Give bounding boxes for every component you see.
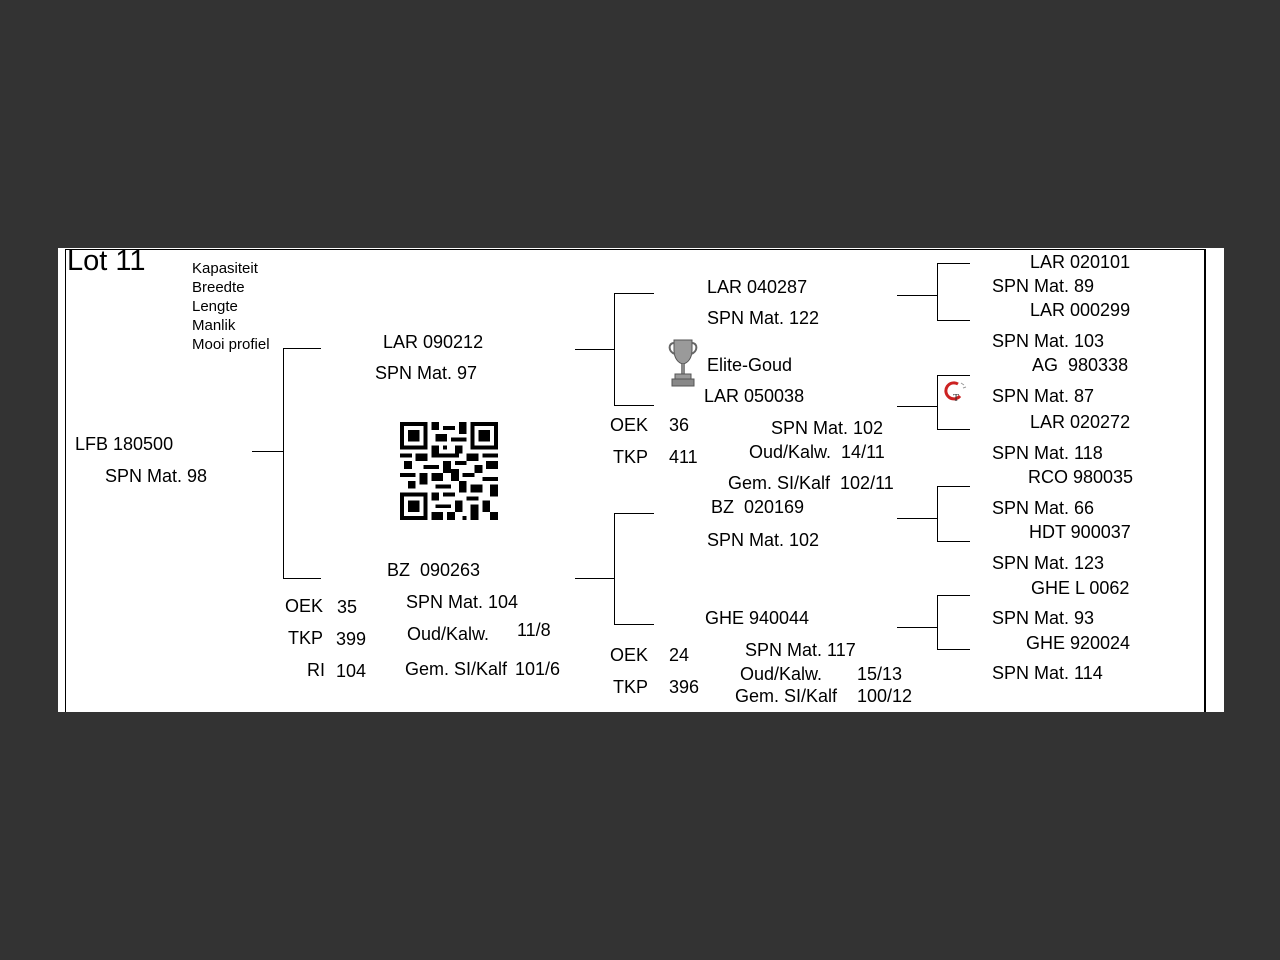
gen4-id: GHE 920024 (1026, 633, 1131, 653)
gen4-id: LAR 020101 (1030, 252, 1131, 272)
gen4-id: AG 980338 (1032, 355, 1129, 375)
gen4-spn: SPN Mat. 89 (992, 276, 1095, 296)
gen4-spn: SPN Mat. 103 (992, 331, 1105, 351)
trait-label: Breedte (192, 279, 245, 296)
sire-id: LAR 090212 (383, 332, 484, 352)
sd-tkp-label: TKP (613, 447, 649, 467)
ss-id: LAR 040287 (707, 277, 808, 297)
trophy-icon (668, 339, 698, 387)
gen4-spn: SPN Mat. 123 (992, 553, 1105, 573)
pedigree-sheet (58, 248, 1224, 712)
dd-tkp-label: TKP (613, 677, 649, 697)
gt-logo-icon: T (944, 381, 967, 404)
subject-spn: SPN Mat. 98 (105, 466, 208, 486)
sd-id: LAR 050038 (704, 386, 805, 406)
dd-oud-label: Oud/Kalw. (740, 664, 823, 684)
sheet-frame (65, 249, 1206, 712)
dd-spn: SPN Mat. 117 (745, 640, 856, 660)
trait-label: Manlik (192, 317, 236, 334)
dam-spn: SPN Mat. 104 (406, 592, 519, 612)
dam-ri-value: 104 (336, 661, 367, 681)
gen4-spn: SPN Mat. 66 (992, 498, 1095, 518)
lot-title: Lot 11 (67, 245, 146, 277)
sire-spn: SPN Mat. 97 (375, 363, 478, 383)
dam-oud-label: Oud/Kalw. (407, 624, 490, 644)
dd-oek-label: OEK (610, 645, 649, 665)
ds-id: BZ 020169 (711, 497, 805, 517)
gen4-id: HDT 900037 (1029, 522, 1131, 542)
dd-oek-value: 24 (669, 645, 690, 665)
gen4-id: LAR 000299 (1030, 300, 1131, 320)
dam-tkp-value: 399 (336, 629, 367, 649)
sd-spn: SPN Mat. 102 (771, 418, 884, 438)
sd-tkp-value: 411 (669, 447, 698, 467)
gen4-id: GHE L 0062 (1031, 578, 1130, 598)
dd-tkp-value: 396 (669, 677, 700, 697)
trait-label: Kapasiteit (192, 260, 258, 277)
dd-gem-value: 100/12 (857, 686, 913, 706)
sd-award: Elite-Goud (707, 355, 793, 375)
dam-id: BZ 090263 (387, 560, 481, 580)
subject-id: LFB 180500 (75, 434, 174, 454)
gen4-spn: SPN Mat. 114 (992, 663, 1103, 683)
dd-oud-value: 15/13 (857, 664, 903, 684)
gen4-id: RCO 980035 (1028, 467, 1134, 487)
dd-id: GHE 940044 (705, 608, 810, 628)
dd-gem-label: Gem. SI/Kalf (735, 686, 838, 706)
dam-gem-label: Gem. SI/Kalf (405, 659, 508, 679)
sd-oud: Oud/Kalw. 14/11 (749, 442, 885, 462)
trait-label: Mooi profiel (192, 336, 270, 353)
gen4-id: LAR 020272 (1030, 412, 1131, 432)
sd-oek-label: OEK (610, 415, 649, 435)
qr-code (400, 422, 498, 520)
trait-label: Lengte (192, 298, 238, 315)
dam-tkp-label: TKP (288, 628, 324, 648)
ds-spn: SPN Mat. 102 (707, 530, 820, 550)
gen4-spn: SPN Mat. 87 (992, 386, 1095, 406)
gen4-spn: SPN Mat. 118 (992, 443, 1103, 463)
sd-gem: Gem. SI/Kalf 102/11 (728, 473, 894, 493)
dam-oek-label: OEK (285, 596, 324, 616)
dam-ri-label: RI (307, 660, 325, 680)
dam-gem-value: 101/6 (515, 659, 561, 679)
ss-spn: SPN Mat. 122 (707, 308, 820, 328)
gen4-spn: SPN Mat. 93 (992, 608, 1095, 628)
dam-oud-value: 11/8 (517, 620, 551, 640)
dam-oek-value: 35 (337, 597, 358, 617)
sd-oek-value: 36 (669, 415, 690, 435)
svg-text:T: T (953, 393, 959, 404)
